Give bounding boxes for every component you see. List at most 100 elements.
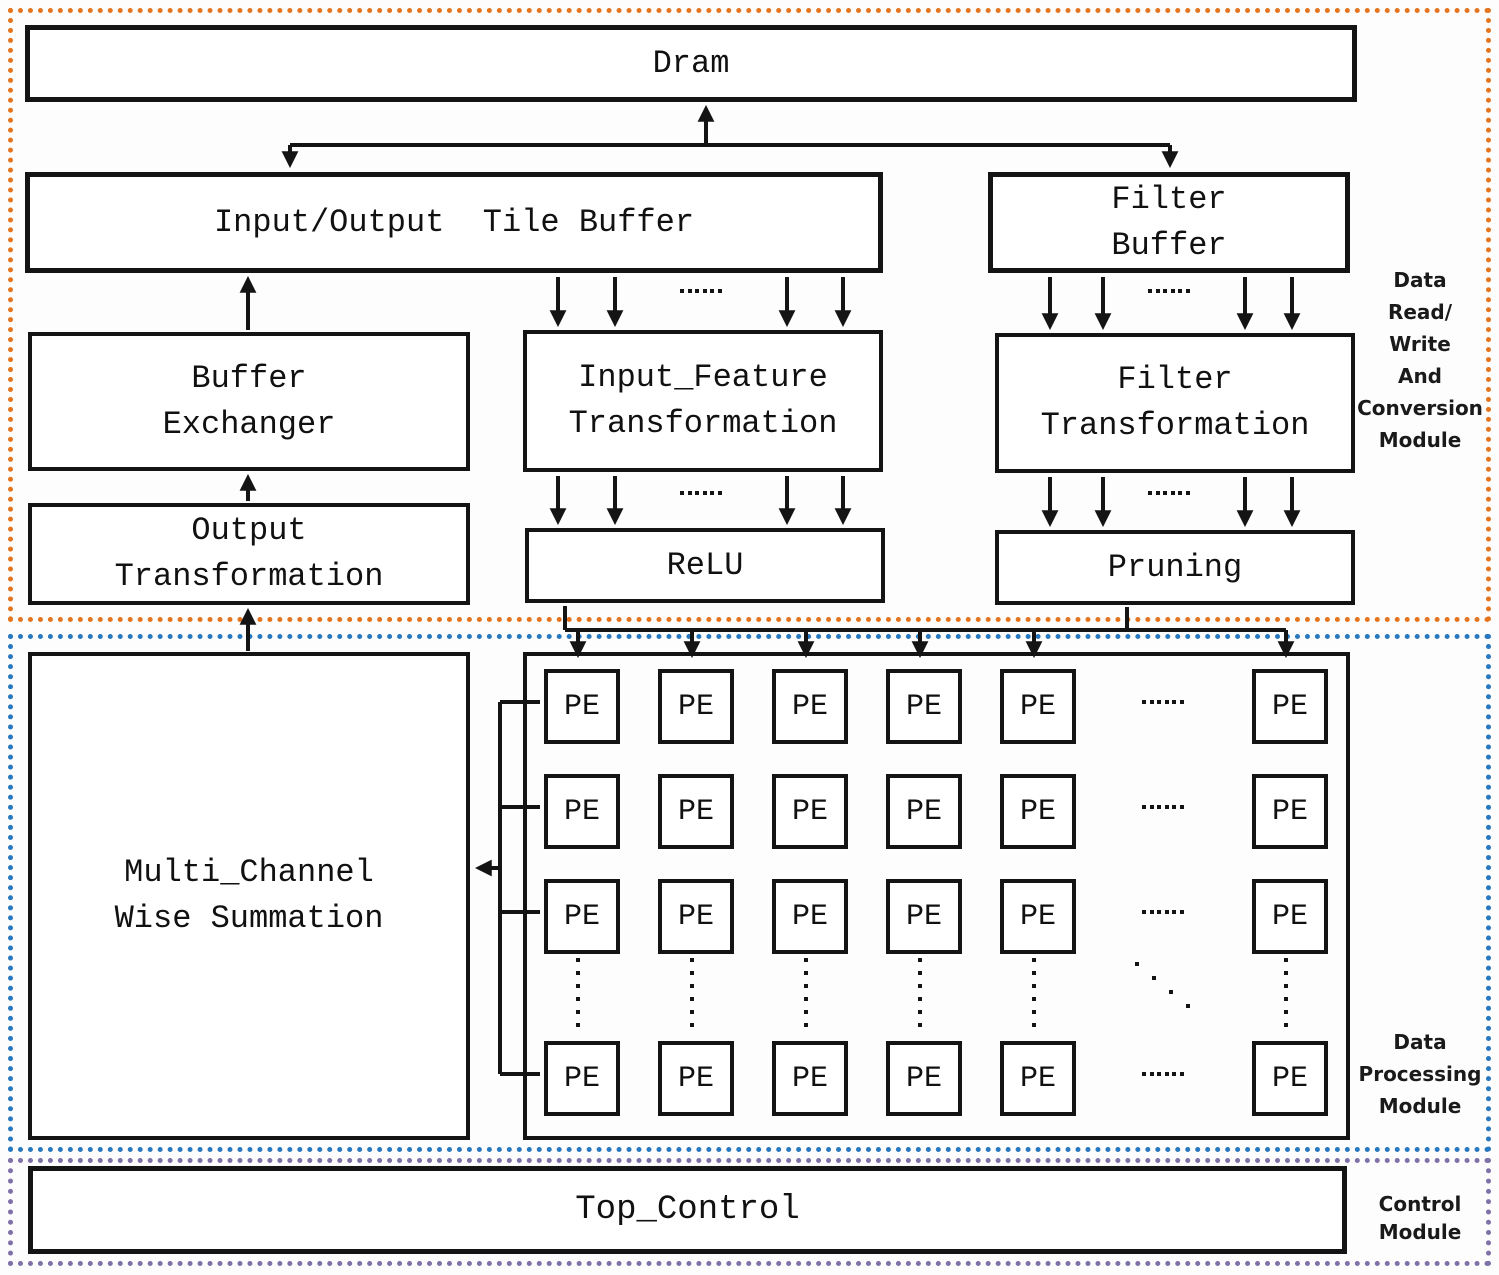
ellipsis-vertical [1284, 1010, 1288, 1014]
multi-channel-wise-summation-block: Multi_Channel Wise Summation [28, 652, 470, 1140]
pe-cell-r3-c3: PE [772, 879, 848, 954]
control-module-region [8, 1158, 1491, 1266]
multi-channel-label-line2: Wise Summation [114, 900, 384, 937]
ellipsis-horizontal [1178, 289, 1182, 293]
ellipsis-horizontal [687, 289, 692, 293]
ellipsis-vertical [690, 997, 694, 1001]
ellipsis-horizontal [1172, 910, 1176, 914]
pe-cell-r2-c5: PE [1000, 774, 1076, 849]
ellipsis-vertical [918, 1010, 922, 1014]
ellipsis-horizontal [1164, 700, 1169, 704]
ellipsis-diagonal [1186, 1004, 1190, 1008]
ellipsis-vertical [690, 1023, 694, 1027]
ellipsis-horizontal [1170, 289, 1175, 293]
ellipsis-horizontal [1163, 289, 1167, 293]
ellipsis-horizontal [1170, 491, 1175, 495]
ellipsis-vertical [1032, 958, 1036, 962]
ellipsis-horizontal [1142, 1072, 1146, 1076]
top-control-block: Top_Control [28, 1166, 1347, 1254]
buffer-exchanger-label-line1: Buffer [191, 359, 307, 397]
ellipsis-horizontal [1172, 700, 1176, 704]
pe-cell-r4-c2: PE [658, 1041, 734, 1116]
ellipsis-horizontal [1155, 491, 1160, 495]
control-label-line1: Control [1378, 1192, 1462, 1216]
relu-label: ReLU [666, 546, 744, 584]
ellipsis-horizontal [1179, 805, 1184, 809]
ellipsis-vertical [1032, 984, 1036, 988]
ellipsis-horizontal [1172, 1072, 1176, 1076]
pe-cell-r4-c4: PE [886, 1041, 962, 1116]
ellipsis-vertical [804, 997, 808, 1001]
filter-buffer-label-line1: Filter [1111, 180, 1227, 218]
dram-block: Dram [25, 25, 1357, 102]
pruning-block: Pruning [995, 530, 1355, 605]
ellipsis-vertical [1284, 984, 1288, 988]
ellipsis-horizontal [1157, 910, 1161, 914]
ellipsis-horizontal [1149, 1072, 1154, 1076]
ellipsis-vertical [804, 958, 808, 962]
ellipsis-vertical [918, 971, 922, 975]
ellipsis-horizontal [1142, 805, 1146, 809]
data-processing-label-line3: Module [1378, 1094, 1462, 1118]
ellipsis-vertical [576, 997, 580, 1001]
ellipsis-horizontal [717, 289, 722, 293]
ellipsis-horizontal [710, 491, 714, 495]
data-processing-label-line2: Processing [1358, 1062, 1482, 1086]
pe-cell-r3-c1: PE [544, 879, 620, 954]
input-feature-label-line2: Transformation [568, 405, 838, 442]
pe-cell-r1-c6: PE [1252, 669, 1328, 744]
pruning-label: Pruning [1107, 548, 1243, 586]
pe-cell-r2-c4: PE [886, 774, 962, 849]
ellipsis-vertical [576, 971, 580, 975]
ellipsis-horizontal [1157, 700, 1161, 704]
pe-cell-r3-c5: PE [1000, 879, 1076, 954]
ellipsis-vertical [918, 997, 922, 1001]
data-rw-label-line3: Write [1389, 332, 1451, 356]
ellipsis-vertical [1032, 971, 1036, 975]
ellipsis-horizontal [1179, 910, 1184, 914]
data-rw-label-line1: Data [1393, 268, 1447, 292]
ellipsis-horizontal [710, 289, 714, 293]
data-rw-label-line5: Conversion [1357, 396, 1483, 420]
ellipsis-horizontal [1142, 700, 1146, 704]
ellipsis-horizontal [1157, 805, 1161, 809]
ellipsis-horizontal [695, 289, 699, 293]
ellipsis-horizontal [695, 491, 699, 495]
ellipsis-horizontal [680, 289, 684, 293]
relu-block: ReLU [525, 528, 885, 603]
ellipsis-vertical [576, 958, 580, 962]
ellipsis-horizontal [1164, 1072, 1169, 1076]
ellipsis-diagonal [1152, 976, 1156, 980]
output-transformation-block: Output Transformation [28, 503, 470, 605]
ellipsis-horizontal [1157, 1072, 1161, 1076]
ellipsis-horizontal [680, 491, 684, 495]
ellipsis-horizontal [1164, 910, 1169, 914]
filter-buffer-label-line2: Buffer [1111, 226, 1227, 264]
top-control-label: Top_Control [575, 1191, 800, 1229]
ellipsis-horizontal [1149, 910, 1154, 914]
io-tile-buffer-block: Input/Output Tile Buffer [25, 172, 883, 273]
multi-channel-label-line1: Multi_Channel [124, 854, 374, 891]
ellipsis-horizontal [1172, 805, 1176, 809]
pe-cell-r2-c6: PE [1252, 774, 1328, 849]
ellipsis-vertical [804, 1010, 808, 1014]
control-label-line2: Module [1378, 1220, 1462, 1244]
ellipsis-diagonal [1135, 962, 1139, 966]
ellipsis-vertical [804, 1023, 808, 1027]
ellipsis-horizontal [717, 491, 722, 495]
ellipsis-horizontal [1185, 289, 1190, 293]
ellipsis-vertical [918, 984, 922, 988]
ellipsis-horizontal [687, 491, 692, 495]
ellipsis-vertical [1032, 1023, 1036, 1027]
ellipsis-vertical [690, 971, 694, 975]
ellipsis-horizontal [702, 289, 707, 293]
data-read-write-conversion-module-region [8, 8, 1491, 622]
pe-cell-r1-c1: PE [544, 669, 620, 744]
ellipsis-horizontal [1185, 491, 1190, 495]
ellipsis-vertical [804, 971, 808, 975]
ellipsis-vertical [1284, 1023, 1288, 1027]
ellipsis-vertical [918, 958, 922, 962]
